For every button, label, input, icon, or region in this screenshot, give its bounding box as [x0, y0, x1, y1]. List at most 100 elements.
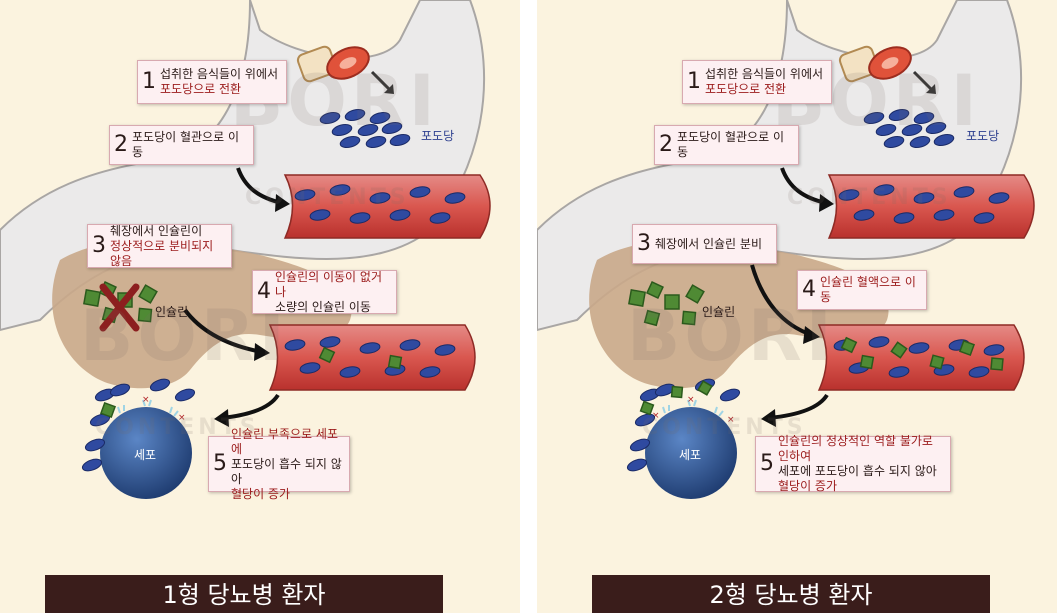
glucose-molecule: [365, 136, 387, 148]
glucose-molecule: [868, 336, 890, 348]
insulin-molecule: [958, 339, 976, 357]
insulin-molecule: [83, 289, 101, 307]
step-number: 2: [114, 132, 128, 157]
glucose-molecule: [357, 124, 379, 136]
food-icon: [296, 45, 370, 83]
insulin-molecule: [990, 357, 1004, 371]
glucose-molecule: [84, 438, 106, 452]
arrow-to-vessel-bottom: [750, 264, 813, 337]
svg-text:×: ×: [687, 395, 695, 405]
step-text-line1: 포도당이 혈관으로 이동: [132, 130, 239, 159]
insulin-molecule: [628, 289, 646, 307]
receptor-x-marks: × ×: [142, 395, 186, 423]
step-text-line3: 혈당이 증가: [778, 479, 838, 493]
glucose-molecule: [863, 112, 885, 124]
glucose-molecule: [883, 136, 905, 148]
step-text-line2: 세포에 포도당이 흡수 되지 않아: [778, 464, 937, 478]
insulin-label: 인슐린: [155, 305, 189, 319]
cell: [100, 407, 192, 499]
insulin-molecule: [685, 284, 705, 304]
step-2-box: 2 포도당이 혈관으로 이동: [654, 125, 799, 165]
type2-panel: × × × BORI CONTENTS BORI CONTENTS 1 섭취한 …: [537, 0, 1057, 613]
glucose-molecule: [149, 378, 171, 392]
insulin-molecule: [318, 346, 336, 364]
arrow-to-vessel-bottom: [183, 308, 263, 354]
blood-vessel-top: [283, 174, 491, 239]
type2-title-bar: 2형 당뇨병 환자: [592, 575, 990, 613]
step-number: 3: [637, 231, 651, 256]
glucose-molecule: [853, 209, 875, 221]
insulin-molecule: [639, 400, 655, 416]
glucose-molecule: [331, 124, 353, 136]
glucose-label: 포도당: [421, 129, 455, 143]
glucose-molecule: [925, 122, 947, 134]
step-text-line1: 인슐린의 정상적인 역할 불가로 인하여: [778, 434, 933, 463]
blood-vessel-top: [827, 174, 1035, 239]
svg-text:×: ×: [652, 411, 660, 421]
glucose-molecule: [409, 186, 431, 198]
insulin-molecule: [137, 307, 153, 323]
step-text-line2: 포도당으로 전환: [705, 82, 787, 96]
glucose-molecule: [634, 413, 656, 427]
glucose-molecule: [349, 212, 371, 224]
glucose-molecule: [444, 192, 466, 204]
receptor-x-marks: × × ×: [652, 395, 735, 425]
insulin-molecule: [643, 309, 661, 327]
step-text-line1: 췌장에서 인슐린 분비: [655, 236, 762, 251]
insulin-molecule: [387, 354, 403, 370]
glucose-molecule: [873, 184, 895, 196]
type1-panel: × × BORI CONTENTS BORI CONTENTS 1 섭취한 음식…: [0, 0, 520, 613]
step-number: 1: [687, 69, 701, 94]
glucose-molecule: [953, 186, 975, 198]
insulin-molecule: [681, 310, 697, 326]
step-4-box: 4 인슐린 혈액으로 이동: [797, 270, 927, 310]
glucose-molecule: [429, 212, 451, 224]
glucose-molecule: [973, 212, 995, 224]
glucose-molecule: [968, 366, 990, 378]
glucose-molecule: [369, 112, 391, 124]
glucose-molecule: [434, 344, 456, 356]
glucose-molecule: [913, 192, 935, 204]
insulin-molecule: [670, 385, 684, 399]
glucose-label: 포도당: [966, 129, 1000, 143]
glucose-molecule: [933, 134, 955, 146]
glucose-molecule: [389, 134, 411, 146]
glucose-molecule: [399, 339, 421, 351]
step-text-line1: 인슐린 부족으로 세포에: [231, 426, 338, 456]
glucose-molecule: [719, 388, 741, 402]
glucose-molecule: [319, 112, 341, 124]
blood-vessel-bottom: [268, 324, 476, 391]
glucose-molecule: [933, 209, 955, 221]
step-text-line1: 포도당이 혈관으로 이동: [677, 130, 784, 159]
step-text-line2: 포도당이 흡수 되지 않아: [231, 456, 342, 486]
insulin-molecule: [646, 281, 664, 299]
insulin-molecule: [664, 294, 680, 310]
svg-text:×: ×: [142, 395, 150, 405]
step-number: 1: [142, 69, 156, 94]
step-number: 5: [213, 451, 227, 476]
glucose-molecule: [294, 189, 316, 201]
glucose-molecule: [344, 109, 366, 121]
glucose-molecule: [284, 339, 306, 351]
step-text-line1: 인슐린의 이동이 없거나: [275, 269, 382, 299]
step-3-box: 3 췌장에서 인슐린 분비: [632, 224, 777, 264]
cell-receptors: [662, 399, 724, 417]
type1-title-bar: 1형 당뇨병 환자: [45, 575, 443, 613]
insulin-molecule: [890, 341, 908, 359]
glucose-molecule: [888, 366, 910, 378]
step-text-line1: 섭취한 음식들이 위에서: [160, 67, 279, 81]
glucose-molecule: [369, 192, 391, 204]
cell-label: 세포: [679, 448, 702, 462]
insulin-molecule: [859, 354, 875, 370]
step-number: 4: [257, 279, 271, 304]
step-number: 5: [760, 451, 774, 476]
svg-text:×: ×: [178, 413, 186, 423]
glucose-molecule: [329, 184, 351, 196]
glucose-molecule: [909, 136, 931, 148]
step-number: 4: [802, 277, 816, 302]
glucose-molecule: [109, 383, 131, 397]
